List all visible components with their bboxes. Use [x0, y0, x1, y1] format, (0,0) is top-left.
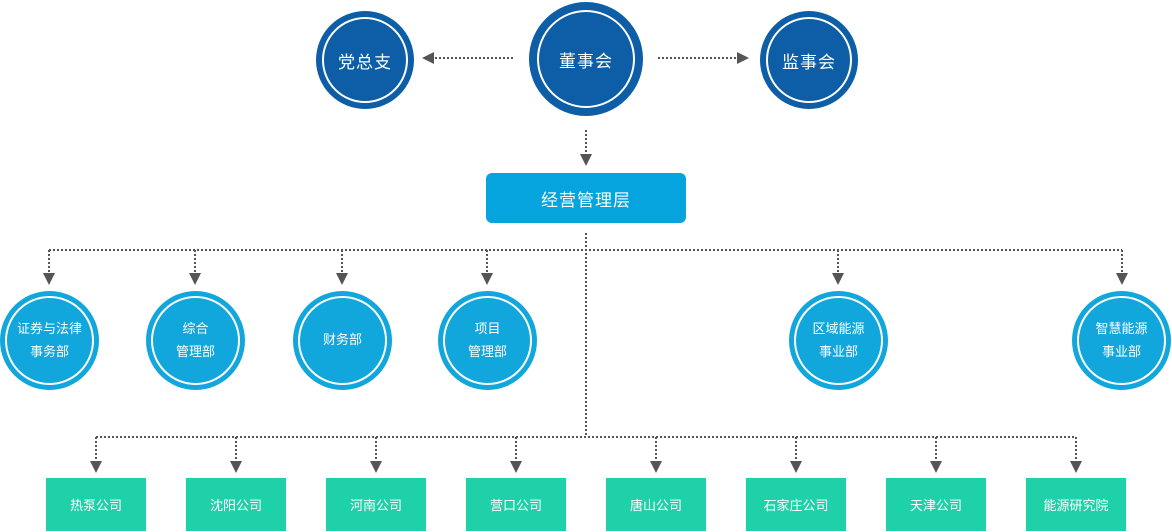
company-box: 石家庄公司	[746, 478, 846, 531]
company-box: 沈阳公司	[186, 478, 286, 531]
company-box: 唐山公司	[606, 478, 706, 531]
department-label-line: 财务部	[322, 333, 362, 348]
company-label: 营口公司	[489, 499, 542, 514]
company-box: 热泵公司	[46, 478, 146, 531]
company-label: 天津公司	[909, 499, 962, 514]
department-node: 项目 管理部	[438, 291, 537, 390]
department-label-line: 事业部	[1101, 344, 1141, 360]
department-label-line: 管理部	[467, 344, 507, 360]
department-label-line: 项目	[474, 321, 501, 337]
management-label: 经营管理层	[541, 190, 631, 211]
company-label: 能源研究院	[1043, 499, 1109, 514]
department-node: 区域能源 事业部	[789, 291, 888, 390]
department-node: 智慧能源 事业部	[1072, 291, 1171, 390]
department-label-line: 智慧能源	[1095, 321, 1148, 337]
board-label: 董事会	[559, 51, 613, 72]
department-label: 智慧能源 事业部	[1095, 318, 1147, 364]
company-box: 能源研究院	[1026, 478, 1126, 531]
supervisory-board-label: 监事会	[782, 52, 836, 73]
department-label-line: 证券与法律	[16, 321, 82, 337]
company-box: 河南公司	[326, 478, 426, 531]
department-label-line: 事务部	[29, 344, 69, 360]
company-label: 河南公司	[349, 499, 402, 514]
department-label-line: 综合	[182, 321, 209, 337]
department-label: 区域能源 事业部	[812, 318, 864, 364]
party-branch-node: 党总支	[316, 11, 414, 109]
department-label: 综合 管理部	[176, 318, 215, 364]
department-node: 财务部	[293, 291, 392, 390]
company-label: 唐山公司	[629, 499, 682, 514]
board-node: 董事会	[529, 2, 643, 116]
department-label: 财务部	[323, 329, 362, 352]
company-box: 营口公司	[466, 478, 566, 531]
party-branch-label: 党总支	[338, 52, 392, 73]
department-node: 证券与法律 事务部	[0, 291, 99, 390]
department-node: 综合 管理部	[146, 291, 245, 390]
department-label-line: 管理部	[175, 344, 215, 360]
department-label-line: 区域能源	[812, 321, 865, 337]
department-label-line: 事业部	[818, 344, 858, 360]
management-box: 经营管理层	[486, 173, 686, 223]
company-label: 沈阳公司	[209, 499, 262, 514]
department-label: 证券与法律 事务部	[17, 318, 82, 364]
company-box: 天津公司	[886, 478, 986, 531]
company-label: 石家庄公司	[763, 499, 829, 514]
supervisory-board-node: 监事会	[760, 11, 858, 109]
department-label: 项目 管理部	[468, 318, 507, 364]
company-label: 热泵公司	[69, 499, 122, 514]
